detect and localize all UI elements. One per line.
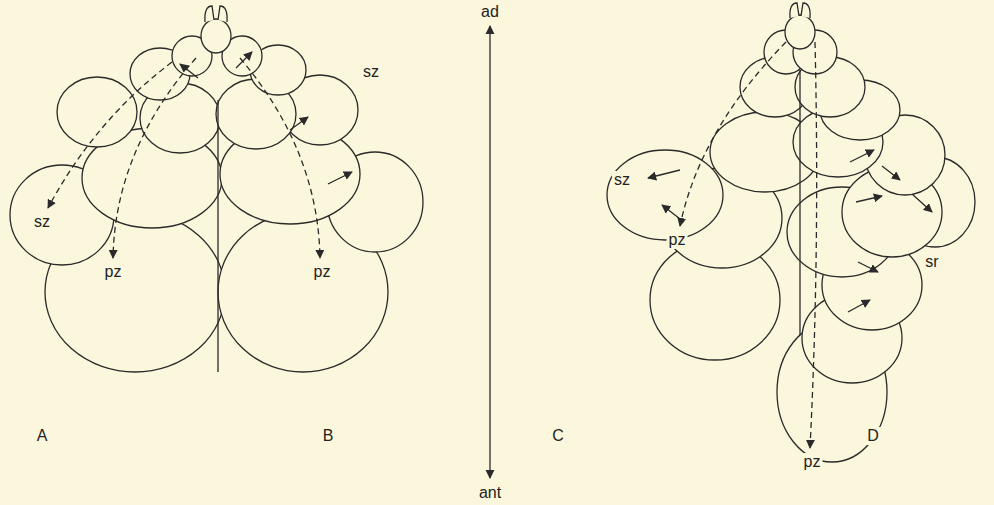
axis-arrow: [489, 26, 490, 478]
left-arrows: [48, 52, 352, 258]
panel-letter: A: [35, 427, 50, 445]
zone-label: sz: [32, 213, 52, 231]
zone-label: sr: [923, 253, 940, 271]
right-figure: [607, 3, 975, 462]
zone-label: sz: [612, 171, 632, 189]
panel-letter: D: [865, 427, 881, 445]
axis-end-label: ant: [477, 484, 503, 502]
zone-label: pz: [802, 453, 823, 471]
zone-label: sz: [361, 63, 381, 81]
panel-letter: B: [321, 427, 336, 445]
axis-end-label: ad: [479, 3, 501, 21]
panel-letter: C: [550, 427, 566, 445]
left-figure: [10, 6, 423, 372]
zone-label: pz: [667, 231, 688, 249]
zone-label: pz: [312, 263, 333, 281]
right-arrows: [648, 42, 932, 448]
zone-label: pz: [103, 263, 124, 281]
